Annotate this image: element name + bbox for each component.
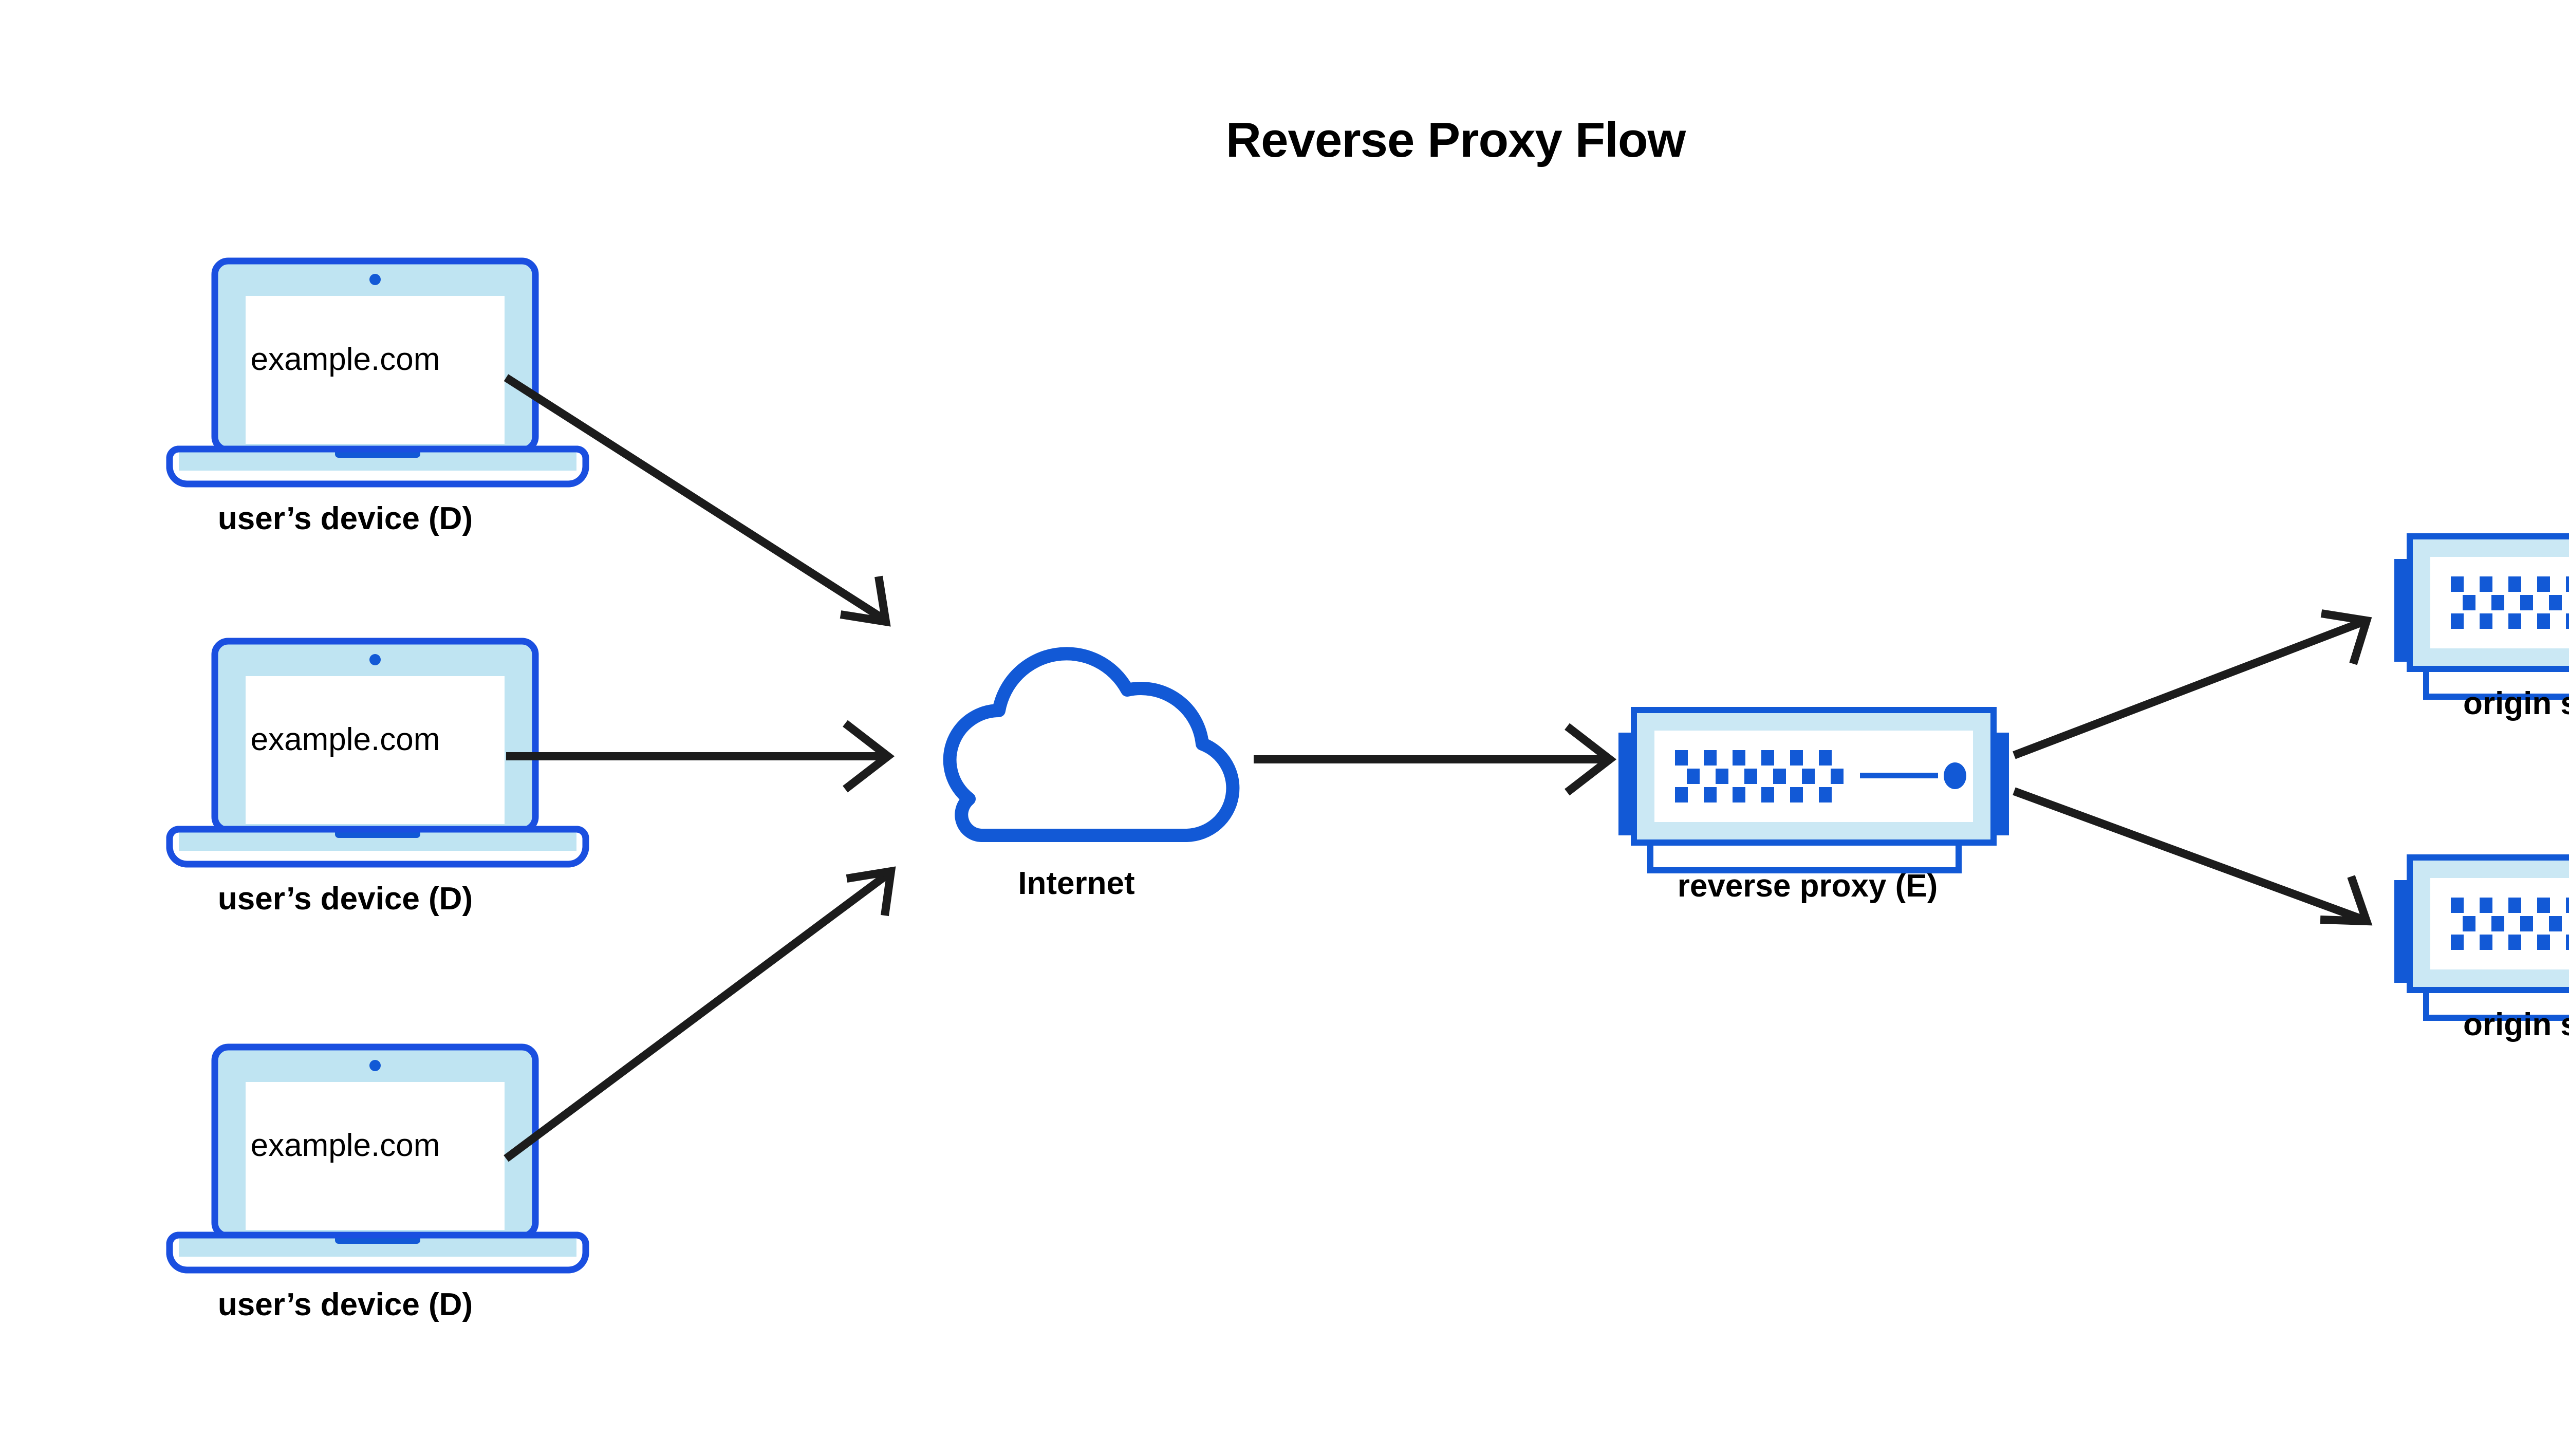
node-label-reverse-proxy: reverse proxy (E) bbox=[1678, 868, 1938, 904]
edge-device-middle-to-internet bbox=[506, 720, 895, 793]
node-device-bottom[interactable]: example.com user’s device (D) bbox=[170, 1047, 586, 1322]
device-screen-text: example.com bbox=[251, 1128, 440, 1163]
node-label-origin-server-bottom: origin server (F) bbox=[2463, 1007, 2569, 1042]
edge-proxy-to-origin-top bbox=[2013, 609, 2372, 759]
device-screen-text: example.com bbox=[251, 342, 440, 377]
edge-device-bottom-to-internet bbox=[504, 866, 896, 1162]
edge-internet-to-proxy bbox=[1254, 723, 1617, 796]
node-reverse-proxy[interactable]: reverse proxy (E) bbox=[1618, 710, 2009, 904]
page-title: Reverse Proxy Flow bbox=[1226, 113, 1686, 167]
node-device-top[interactable]: example.com user’s device (D) bbox=[170, 261, 586, 536]
edge-layer bbox=[504, 374, 2373, 1162]
node-label-device-bottom: user’s device (D) bbox=[218, 1287, 473, 1322]
node-device-middle[interactable]: example.com user’s device (D) bbox=[170, 641, 586, 917]
node-origin-server-bottom[interactable]: origin server (F) bbox=[2394, 857, 2569, 1042]
node-internet[interactable]: Internet bbox=[950, 654, 1233, 901]
device-screen-text: example.com bbox=[251, 722, 440, 757]
node-label-internet: Internet bbox=[1018, 866, 1134, 901]
node-label-device-middle: user’s device (D) bbox=[218, 881, 473, 917]
node-label-origin-server-top: origin server (F) bbox=[2463, 686, 2569, 721]
edge-proxy-to-origin-bottom bbox=[2013, 787, 2373, 926]
node-label-device-top: user’s device (D) bbox=[218, 501, 473, 536]
server-icon bbox=[1618, 710, 2009, 870]
edge-device-top-to-internet bbox=[504, 374, 891, 627]
node-origin-server-top[interactable]: origin server (F) bbox=[2394, 536, 2569, 721]
